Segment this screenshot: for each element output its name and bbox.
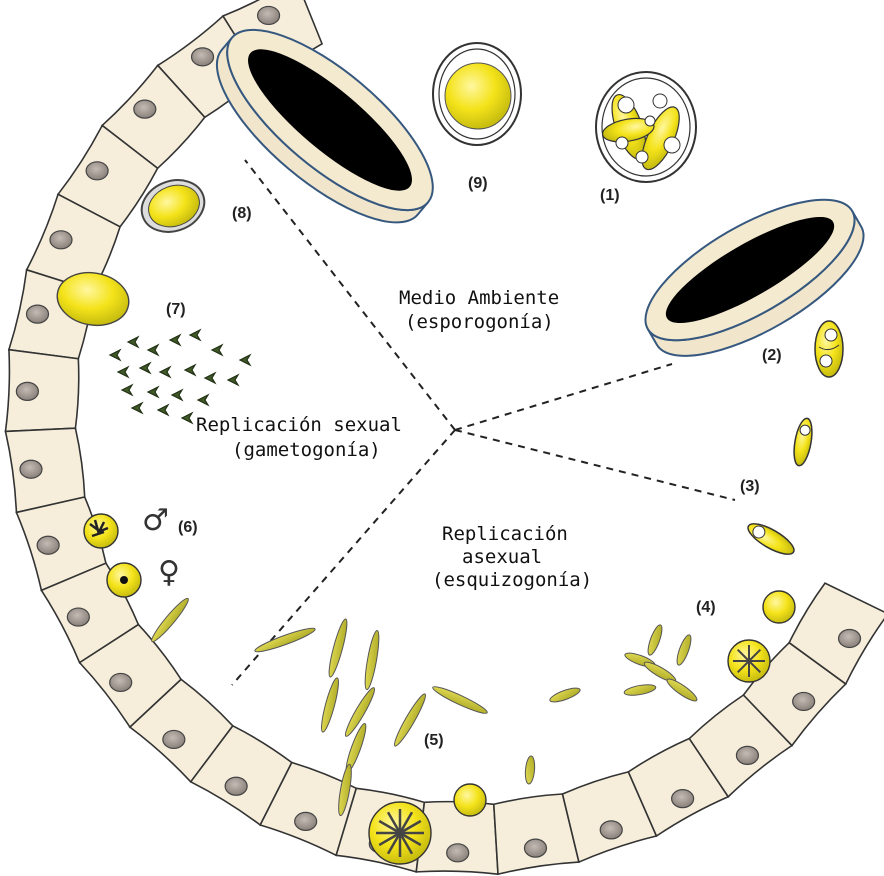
cell-nucleus [736,746,758,764]
cell-nucleus [447,844,469,862]
cell-nucleus [50,231,72,249]
stage-6-label: (6) [178,519,198,536]
female-symbol: ♀ [158,555,180,590]
oocyst-wall-disc-right [626,173,883,383]
cell-nucleus [110,673,132,691]
microgamete [172,390,182,400]
environment-subtitle: (esporogonía) [405,311,554,333]
stage-4-label: (4) [696,599,716,616]
microgamete [128,337,138,347]
merozoite [548,685,581,704]
stage-8-label: (8) [232,205,252,222]
divider-environment-asexual [455,364,672,430]
microgamete [212,345,222,355]
microgamete [132,403,142,413]
trophozoite-bottom [454,784,486,816]
microgamete [185,365,195,375]
merozoite [524,756,535,785]
cell-nucleus [37,536,59,554]
microgamete [205,373,215,383]
section-labels: Medio Ambiente (esporogonía) Replicación… [196,287,592,591]
stage-2-label: (2) [762,347,782,364]
sporulated-oocyst [596,72,696,182]
microgamete [160,367,170,377]
stage-5-label: (5) [424,732,444,749]
sporozoite-free [791,417,815,467]
cell-nucleus [672,790,694,808]
merozoite [149,596,192,645]
stage-7-label: (7) [166,301,186,318]
microgamete [158,405,168,415]
microgamete [140,363,150,373]
cell-nucleus [192,48,214,66]
microgamete [148,345,158,355]
merozoite [318,677,341,733]
asexual-replication-subtitle: (esquizogonía) [432,569,592,591]
divider-asexual-tail [455,430,735,500]
sporozoite-invading [744,518,798,560]
stage-3-label: (3) [740,478,760,495]
microgamete [122,385,132,395]
microgamete [198,395,208,405]
trophozoite [763,591,795,623]
microgamete [182,413,192,423]
stage-1-label: (1) [600,187,620,204]
macrogamont-nucleus [120,576,128,584]
intestinal-epithelium-ring [5,0,884,874]
sexual-replication-title: Replicación sexual [196,414,402,436]
asexual-replication-title-2: asexual [462,546,542,568]
cell-nucleus [839,629,861,647]
merozoite [326,618,350,678]
merozoite [253,625,316,655]
cell-nucleus [295,812,317,830]
cell-nucleus [258,6,280,24]
cell-nucleus [67,608,89,626]
unsporulated-oocyst [433,43,521,145]
microgamete [240,355,250,365]
microgamete [118,367,128,377]
cell-nucleus [524,839,546,857]
cell-nucleus [16,382,38,400]
cell-nucleus [163,730,185,748]
microgametes [110,330,250,423]
merozoite [362,630,381,691]
microgamete [110,350,120,360]
cell-nucleus [225,777,247,795]
stage-9-label: (9) [468,175,488,192]
cell-nucleus [600,821,622,839]
merozoite [645,623,664,656]
microgamete [228,375,238,385]
sexual-replication-subtitle: (gametogonía) [232,439,381,461]
microgamete [190,330,200,340]
merozoite [665,676,700,704]
merozoite [674,633,693,666]
environment-title: Medio Ambiente [399,287,559,309]
male-symbol: ♂ [142,503,169,538]
cell-nucleus [20,460,42,478]
cell-nucleus [27,305,49,323]
asexual-replication-title: Replicación [442,523,568,545]
microgamete [170,335,180,345]
merozoite [431,683,489,717]
cell-nucleus [793,692,815,710]
cell-nucleus [134,100,156,118]
sporocyst [815,321,843,377]
cell-nucleus [86,162,108,180]
merozoite [623,683,656,697]
microgamete [148,387,158,397]
